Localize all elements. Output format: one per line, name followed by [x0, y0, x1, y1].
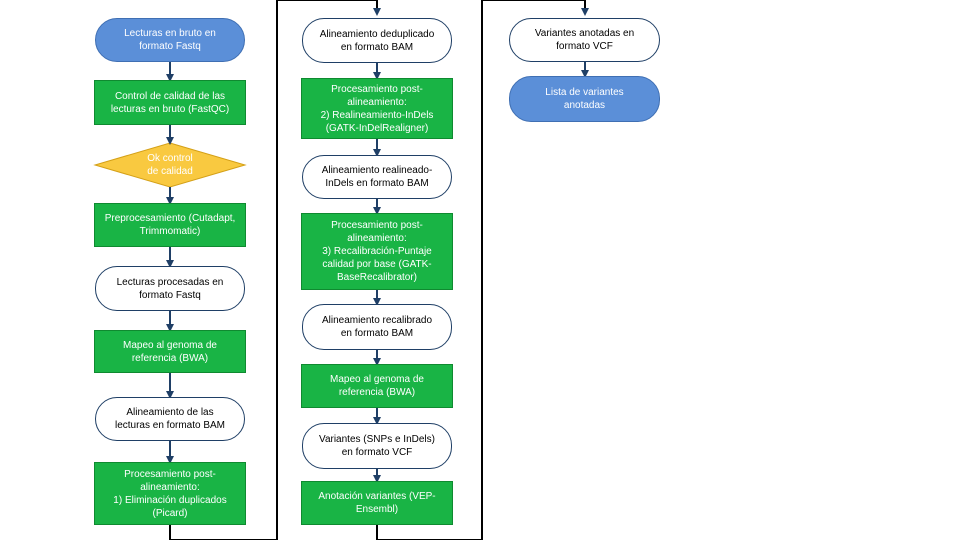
node-quality-control: Control de calidad de las lecturas en br… [94, 80, 246, 125]
node-post-alignment-dedup: Procesamiento post- alineamiento: 1) Eli… [94, 462, 246, 525]
node-annotated-variants-list: Lista de variantes anotadas [509, 76, 660, 122]
node-post-alignment-recalibration: Procesamiento post- alineamiento: 3) Rec… [301, 213, 453, 290]
decision-label: Ok control de calidad [147, 153, 193, 177]
connector-left-to-middle [169, 0, 381, 540]
node-annotated-variants-vcf: Variantes anotadas en formato VCF [509, 18, 660, 62]
node-alignment-bam: Alineamiento de las lecturas en formato … [95, 397, 245, 441]
node-processed-reads-fastq: Lecturas procesadas en formato Fastq [95, 266, 245, 311]
node-raw-reads-fastq: Lecturas en bruto en formato Fastq [95, 18, 245, 62]
node-variant-annotation: Anotación variantes (VEP- Ensembl) [301, 481, 453, 525]
node-mapping-reference-left: Mapeo al genoma de referencia (BWA) [94, 330, 246, 373]
connector-middle-to-right [376, 0, 589, 540]
node-post-alignment-realign: Procesamiento post- alineamiento: 2) Rea… [301, 78, 453, 139]
node-realigned-bam: Alineamiento realineado- InDels en forma… [302, 155, 452, 199]
node-variants-vcf: Variantes (SNPs e InDels) en formato VCF [302, 423, 452, 469]
node-dedup-alignment-bam: Alineamiento deduplicado en formato BAM [302, 18, 452, 63]
node-recalibrated-bam: Alineamiento recalibrado en formato BAM [302, 304, 452, 350]
node-preprocessing: Preprocesamiento (Cutadapt, Trimmomatic) [94, 203, 246, 247]
node-mapping-reference-middle: Mapeo al genoma de referencia (BWA) [301, 364, 453, 408]
